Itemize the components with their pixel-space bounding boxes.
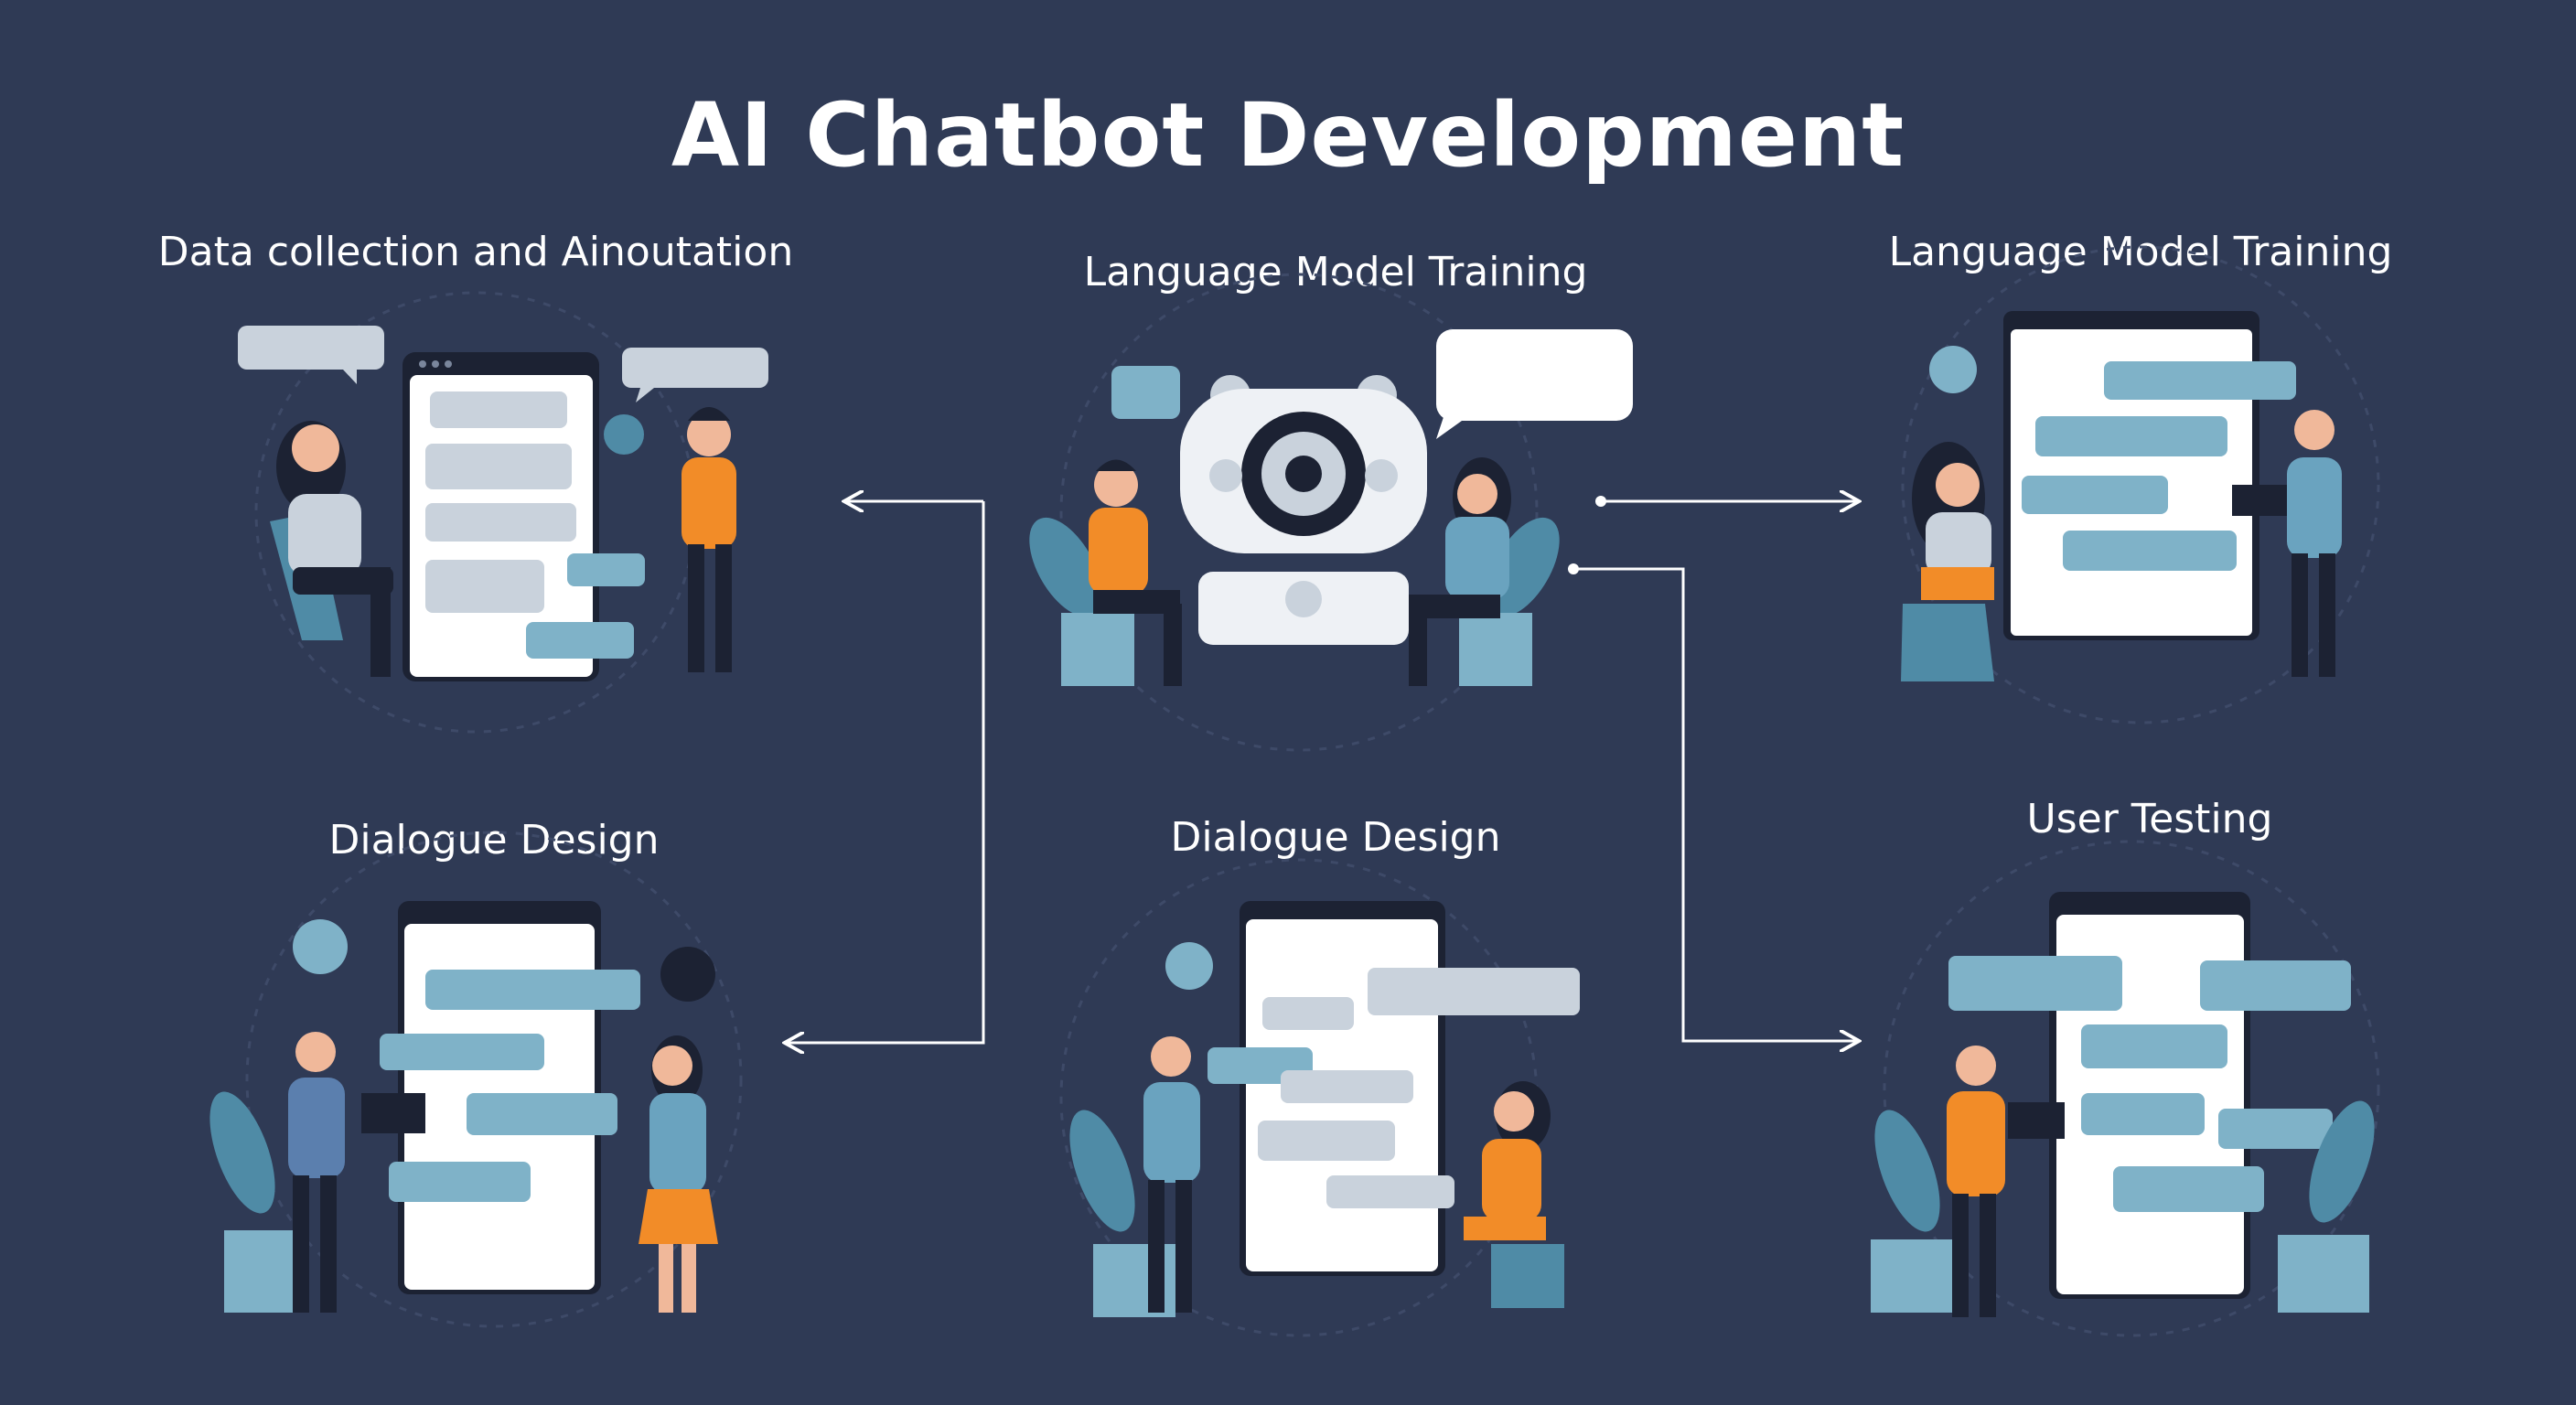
chat-bubble-icon xyxy=(1111,329,1633,439)
phone-screen-icon xyxy=(1948,892,2351,1299)
panel-title-data-collection: Data collection and Ainoutation xyxy=(157,229,794,275)
person-seated-man-orange xyxy=(1089,459,1182,686)
person-standing-man-teal xyxy=(1143,1036,1200,1313)
panel-dialogue-design-left-art xyxy=(209,831,743,1328)
person-seated-woman-orange xyxy=(1464,1081,1564,1308)
arrow-to-user-testing xyxy=(1573,567,1857,1041)
plant-icon xyxy=(1871,1100,2375,1313)
phone-screen-icon xyxy=(402,352,645,681)
laptop-icon xyxy=(2008,1102,2065,1139)
panel-user-testing-art xyxy=(1871,840,2380,1337)
person-standing-woman-orange xyxy=(639,1035,718,1313)
panel-title-user-testing: User Testing xyxy=(2026,796,2273,842)
panel-title-language-model-training-right: Language Model Training xyxy=(1888,229,2393,275)
page-title: AI Chatbot Development xyxy=(671,84,1905,187)
phone-screen-icon xyxy=(2003,311,2296,640)
panel-title-dialogue-design-left: Dialogue Design xyxy=(328,817,660,863)
person-seated-woman-blue xyxy=(1409,457,1511,686)
chat-bubble-icon xyxy=(238,326,768,455)
panel-language-model-center-art xyxy=(1029,273,1633,752)
chair-icon xyxy=(1491,1244,1564,1308)
laptop-icon xyxy=(2232,485,2287,516)
person-standing-man-orange-laptop xyxy=(1947,1046,2065,1317)
panel-title-dialogue-design-center: Dialogue Design xyxy=(1170,814,1501,861)
laptop-icon xyxy=(361,1093,425,1133)
phone-screen-icon xyxy=(1208,901,1580,1276)
person-seated-woman-right xyxy=(1901,442,1994,681)
panel-title-language-model-training-center: Language Model Training xyxy=(1083,249,1588,295)
robot-head-icon xyxy=(1180,375,1427,645)
phone-screen-icon xyxy=(380,901,640,1294)
flow-arrows xyxy=(787,496,1857,1043)
person-standing-man-laptop xyxy=(2232,410,2342,677)
panel-data-collection-art xyxy=(238,291,768,734)
user-avatar-icon xyxy=(660,947,715,1002)
arrow-to-dialogue-design-left xyxy=(787,501,985,1043)
person-standing-man-orange xyxy=(682,407,736,672)
person-seated-woman xyxy=(270,421,393,677)
user-avatar-icon xyxy=(293,919,348,974)
user-avatar-icon xyxy=(1165,942,1213,990)
panel-language-model-right-art xyxy=(1901,245,2380,724)
heart-check-icon xyxy=(1929,346,1977,393)
panel-dialogue-design-center-art xyxy=(1059,858,1580,1337)
person-standing-man-blue xyxy=(288,1032,425,1313)
